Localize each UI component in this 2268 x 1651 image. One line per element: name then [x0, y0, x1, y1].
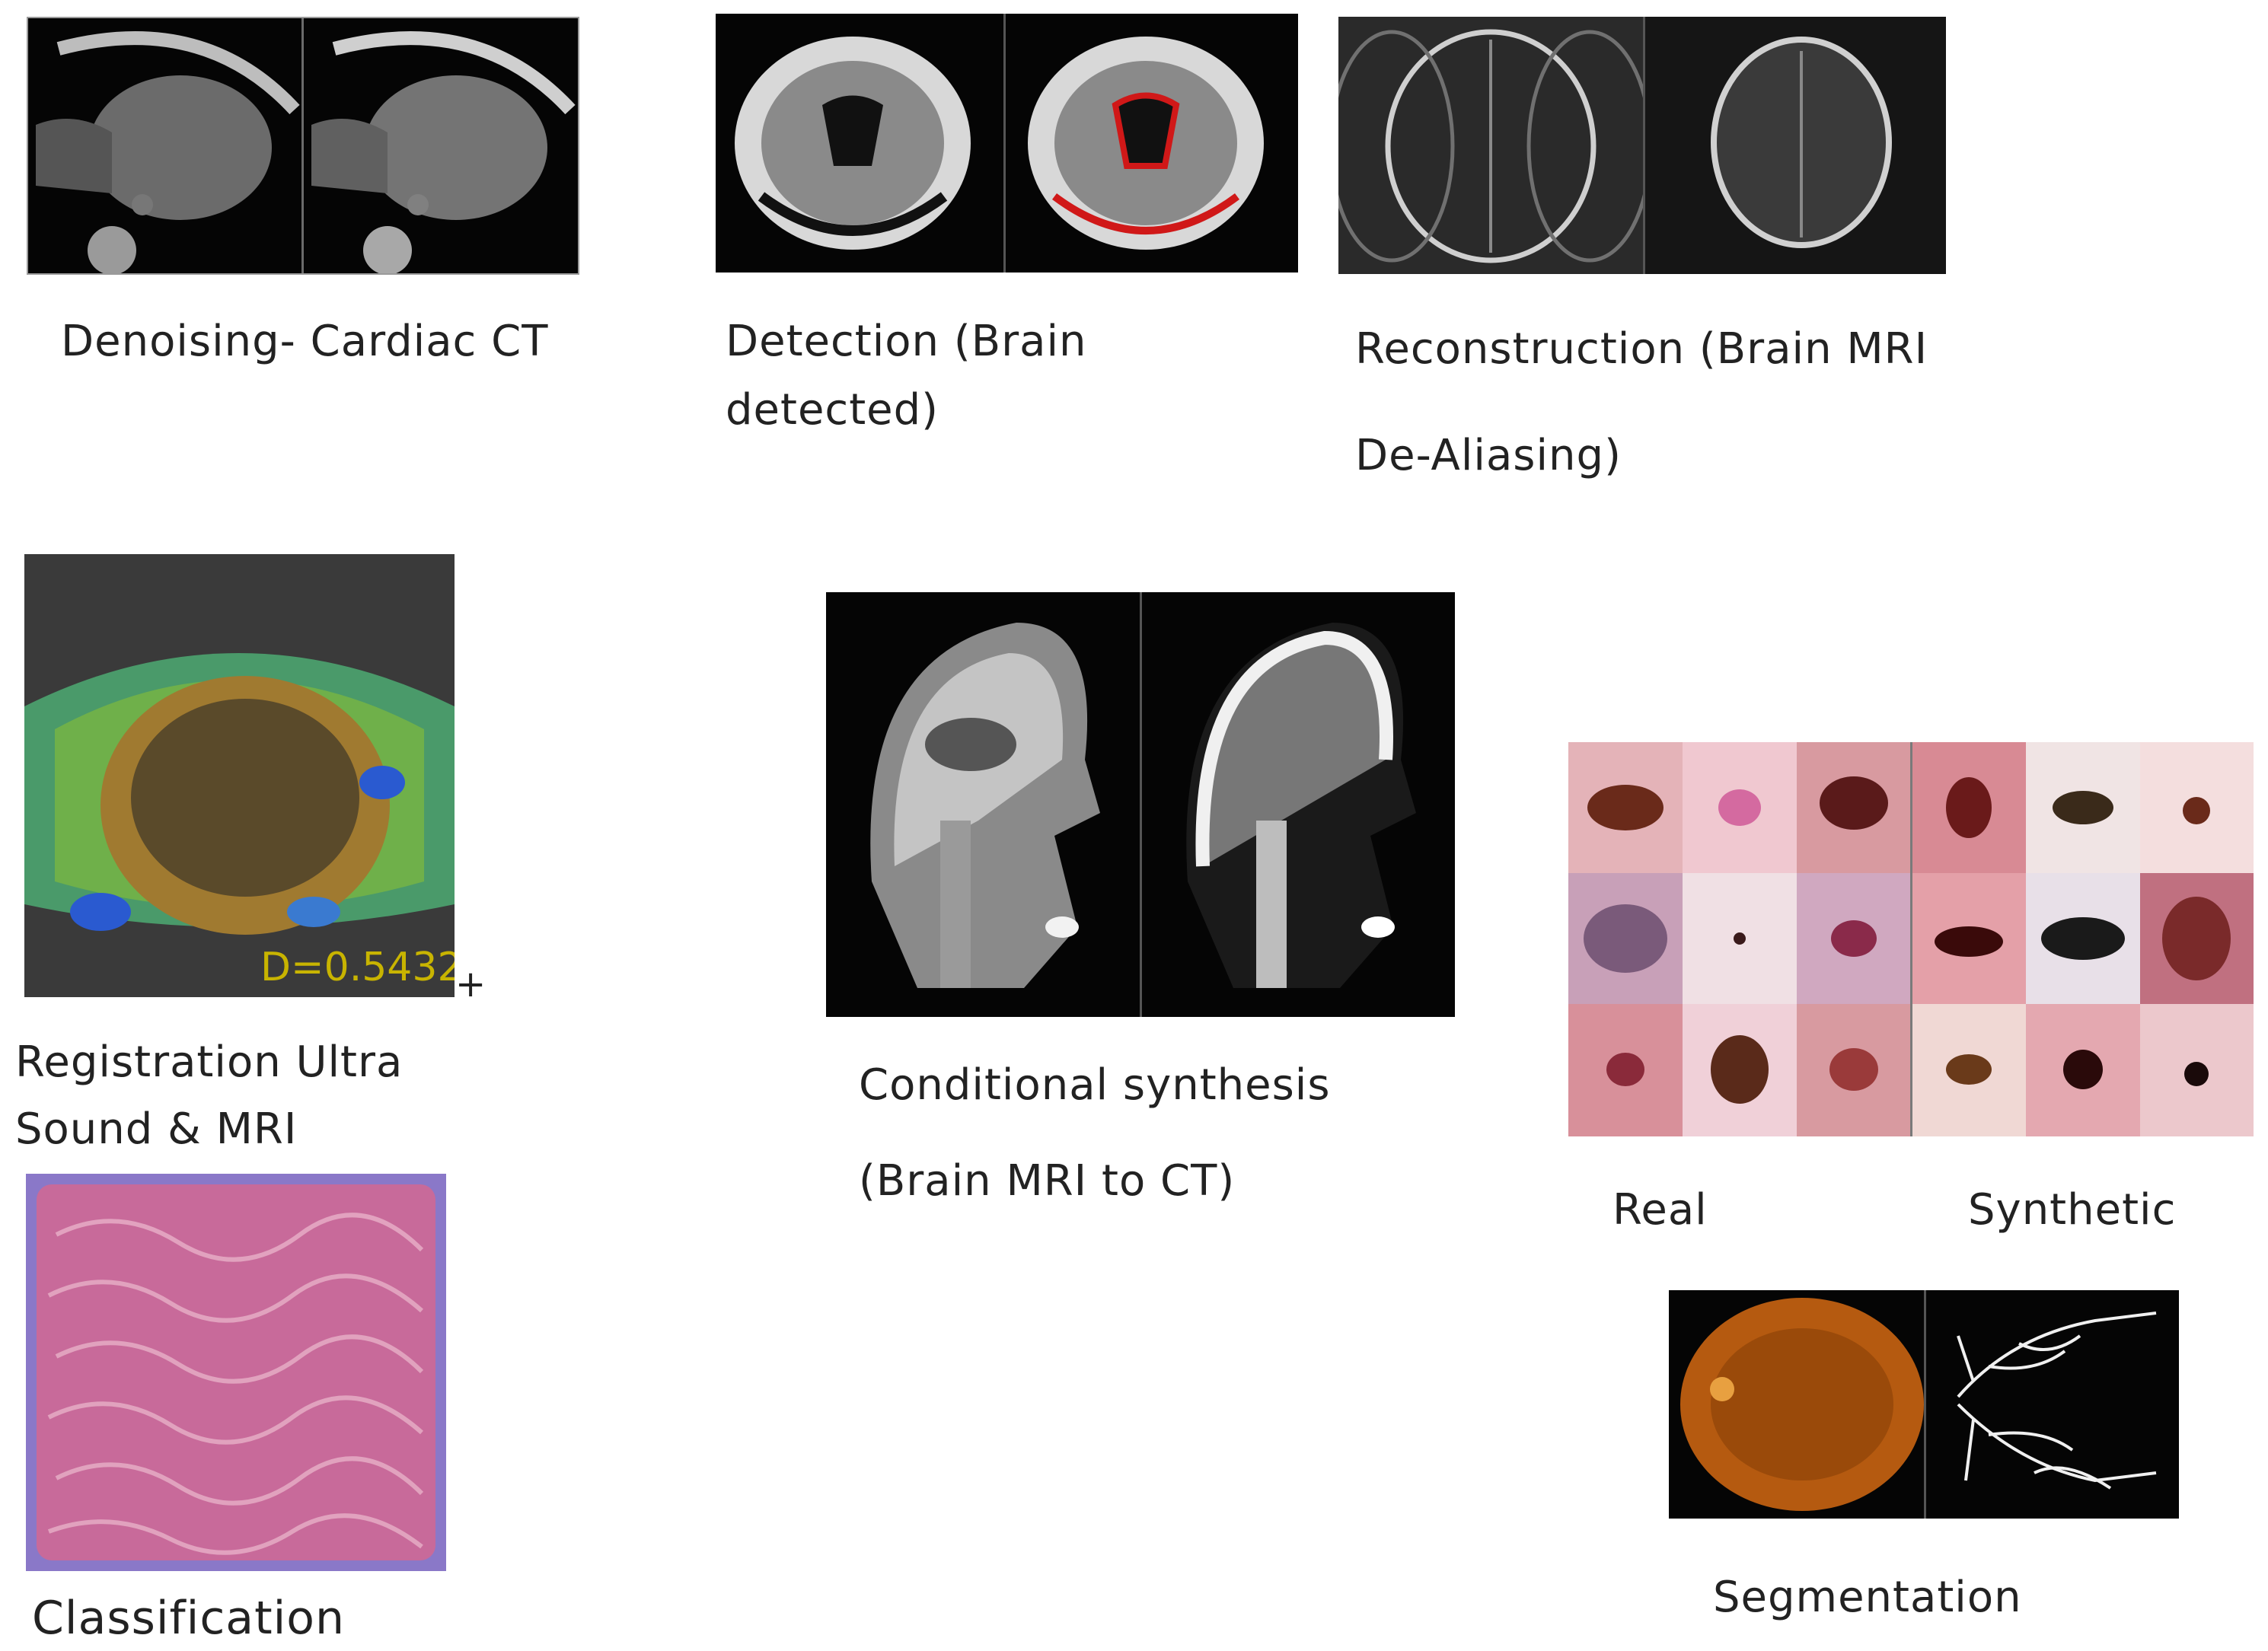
skin-label-synthetic: Synthetic: [1968, 1185, 2177, 1235]
segmentation-caption: Segmentation: [1713, 1573, 2022, 1622]
ct-denoised-image: [311, 31, 576, 273]
synthesis-caption-line2: (Brain MRI to CT): [859, 1156, 1236, 1206]
registration-caption-line1: Registration Ultra: [15, 1037, 404, 1087]
mri-dealiased-image: [1645, 17, 1946, 274]
cardiac-ct-images: [36, 18, 576, 273]
mri-aliased-image: [1338, 17, 1653, 274]
registration-caption-line2: Sound & MRI: [15, 1104, 298, 1154]
registration-dice-score: D=0.5432: [260, 945, 455, 990]
retina-fundus-image: [1680, 1298, 1924, 1511]
ct-noisy-image: [36, 31, 300, 273]
detection-panel: [716, 14, 1298, 273]
reconstruction-panel: [1338, 17, 1946, 274]
sagittal-mri-image: [870, 623, 1100, 988]
detection-caption-line1: Detection (Brain: [726, 317, 1087, 366]
synthesis-caption-line1: Conditional synthesis: [859, 1060, 1331, 1110]
synthesis-panel: [826, 592, 1455, 1017]
mri-to-ct-images: [870, 592, 1416, 1017]
brain-coronal-original: [735, 37, 971, 250]
classification-panel: [26, 1174, 446, 1571]
skin-label-real: Real: [1612, 1185, 1708, 1235]
registration-marker: +: [455, 963, 487, 1006]
registration-panel: D=0.5432: [24, 554, 455, 997]
mri-reconstruction-images: [1338, 17, 1946, 274]
brain-coronal-detected: [1028, 37, 1264, 250]
classification-caption: Classification: [32, 1592, 346, 1645]
skin-synthetic-tiles: [1912, 742, 2254, 1136]
denoising-caption: Denoising- Cardiac CT: [61, 317, 549, 366]
retina-vessel-mask: [1957, 1312, 2157, 1490]
reconstruction-caption-line2: De-Aliasing): [1355, 431, 1622, 480]
brain-detection-images: [735, 14, 1264, 273]
skin-lesion-panel: [1568, 742, 2254, 1136]
detection-caption-line2: detected): [726, 385, 939, 435]
denoising-panel: [27, 17, 579, 275]
skin-real-tiles: [1568, 742, 1911, 1136]
sagittal-ct-image: [1186, 623, 1416, 988]
histology-image: [37, 1184, 435, 1560]
skin-lesion-grid: [1568, 742, 2254, 1136]
segmentation-panel: [1669, 1290, 2179, 1519]
reconstruction-caption-line1: Reconstruction (Brain MRI: [1355, 324, 1928, 374]
retina-segmentation-images: [1680, 1290, 2157, 1519]
registration-overlay-image: D=0.5432: [24, 554, 455, 997]
